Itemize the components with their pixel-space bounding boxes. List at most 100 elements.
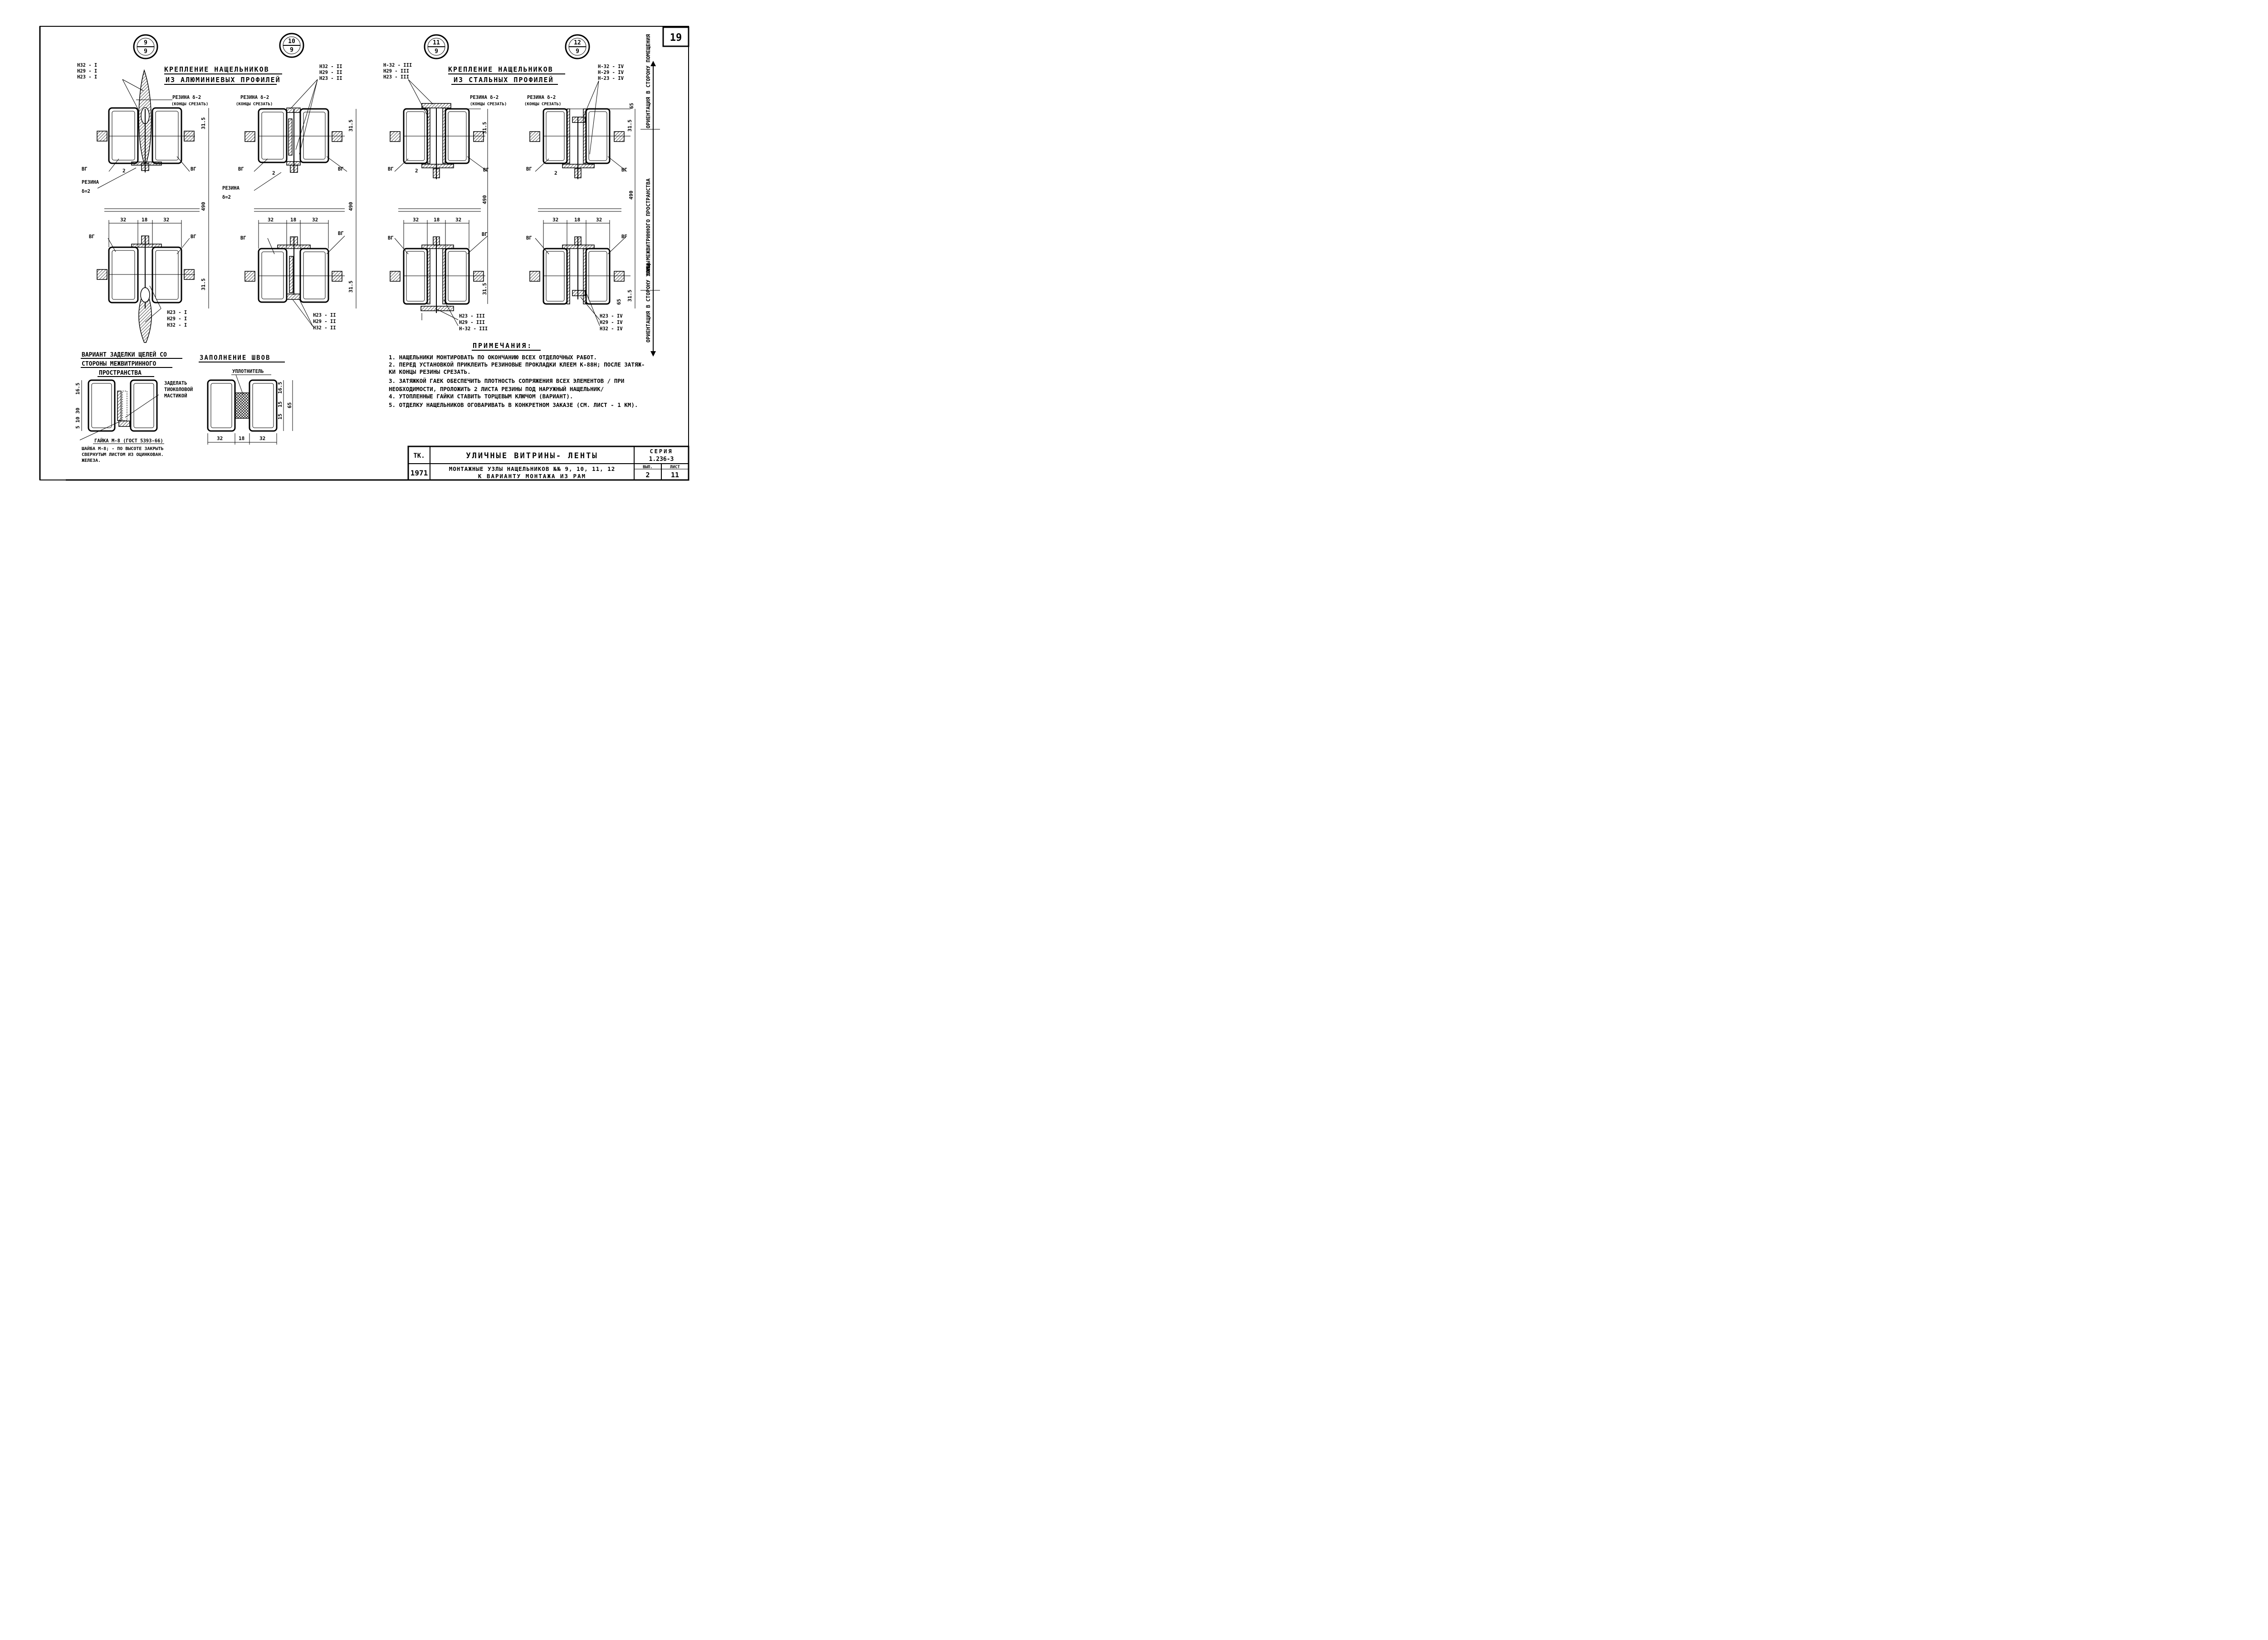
dim-32: 32 bbox=[413, 217, 419, 223]
notes-block: ПРИМЕЧАНИЯ: 1. НАЩЕЛЬНИКИ МОНТИРОВАТЬ ПО… bbox=[389, 342, 645, 408]
rubber-thickness: δ=2 bbox=[222, 195, 231, 200]
vg-label: ВГ bbox=[191, 166, 196, 172]
ref-label: Н29 - I bbox=[77, 69, 97, 74]
washer-label: СВЕРНУТЫМ ЛИСТОМ ИЗ ОЦИНКОВАН. bbox=[82, 452, 164, 457]
ref-label: Н-32 - III bbox=[383, 63, 412, 68]
detail-10-drawing bbox=[244, 79, 357, 327]
ref-label: Н32 - I bbox=[77, 63, 97, 68]
note-item: НЕОБХОДИМОСТИ, ПРОЛОЖИТЬ 2 ЛИСТА РЕЗИНЫ … bbox=[389, 386, 604, 392]
rubber-label: РЕЗИНА δ-2 bbox=[240, 95, 269, 100]
svg-text:КРЕПЛЕНИЕ НАЩЕЛЬНИКОВ: КРЕПЛЕНИЕ НАЩЕЛЬНИКОВ bbox=[448, 65, 553, 73]
ref-label: Н-32 - IV bbox=[598, 64, 624, 69]
dim-490: 490 bbox=[200, 202, 206, 211]
note-item: 1. НАЩЕЛЬНИКИ МОНТИРОВАТЬ ПО ОКОНЧАНИЮ В… bbox=[389, 354, 597, 361]
list-value: 11 bbox=[671, 471, 679, 479]
zone-text: ЗОНА МЕЖВИТРИННОГО ПРОСТРАНСТВА bbox=[645, 178, 651, 276]
detail-number: 11 bbox=[433, 39, 440, 46]
detail-number: 10 bbox=[288, 38, 295, 45]
dim-32: 32 bbox=[259, 436, 265, 441]
rubber-label: РЕЗИНА δ-2 bbox=[470, 95, 499, 100]
vg-label: ВГ bbox=[388, 166, 394, 172]
vg-label: ВГ bbox=[82, 166, 88, 172]
nut-label: ГАЙКА М-8 (ГОСТ 5393-66) bbox=[94, 438, 163, 444]
note-item: КИ КОНЦЫ РЕЗИНЫ СРЕЗАТЬ. bbox=[389, 368, 471, 375]
ref-label: Н-23 - IV bbox=[598, 76, 624, 81]
detail-number: 12 bbox=[574, 39, 581, 46]
ref-label: Н29 - III bbox=[383, 69, 409, 74]
dim-31-5: 31.5 bbox=[482, 283, 488, 295]
seal-label: МАСТИКОЙ bbox=[164, 393, 187, 399]
heading-steel: КРЕПЛЕНИЕ НАЩЕЛЬНИКОВ ИЗ СТАЛЬНЫХ ПРОФИЛ… bbox=[448, 65, 565, 85]
ref-label: Н23 - III bbox=[383, 74, 409, 80]
rubber-ends-label: (КОНЦЫ СРЕЗАТЬ) bbox=[524, 102, 561, 107]
issue-value: 2 bbox=[645, 471, 650, 479]
vg-label: ВГ bbox=[483, 167, 489, 173]
detail-10-labels: Н32 - II Н29 - II Н23 - II РЕЗИНА δ-2 (К… bbox=[222, 64, 354, 331]
variant-seal-detail: ВАРИАНТ ЗАДЕЛКИ ЩЕЛЕЙ СО СТОРОНЫ МЕЖВИТР… bbox=[75, 351, 193, 463]
drawing-sheet: 19 9 9 10 9 11 9 12 9 КРЕПЛЕНИЕ НАЩЕЛЬНИ… bbox=[39, 26, 689, 481]
ref-label: Н-29 - IV bbox=[598, 70, 624, 75]
dim-32: 32 bbox=[163, 217, 169, 223]
variant-title: ПРОСТРАНСТВА bbox=[99, 370, 142, 377]
ref-label: Н23 - III bbox=[459, 313, 485, 319]
org-label: ТК. bbox=[413, 452, 425, 460]
detail-bubble-12: 12 9 bbox=[565, 34, 590, 59]
series-label: СЕРИЯ bbox=[650, 448, 673, 455]
detail-12-labels: Н-32 - IV Н-29 - IV Н-23 - IV РЕЗИНА δ-2… bbox=[524, 64, 635, 332]
dim-18: 18 bbox=[574, 217, 580, 223]
ref-label: Н29 - III bbox=[459, 320, 485, 325]
note-item: 3. ЗАТЯЖКОЙ ГАЕК ОБЕСПЕЧИТЬ ПЛОТНОСТЬ СО… bbox=[389, 377, 624, 384]
detail-12-drawing bbox=[529, 80, 635, 326]
vg-label: ВГ bbox=[388, 235, 394, 241]
ref-label: Н23 - II bbox=[319, 76, 342, 81]
dim-31-5: 31.5 bbox=[200, 117, 206, 130]
svg-text:КРЕПЛЕНИЕ НАЩЕЛЬНИКОВ: КРЕПЛЕНИЕ НАЩЕЛЬНИКОВ bbox=[164, 65, 269, 73]
washer-label: ШАЙБА М-8; - ПО ВЫСОТЕ ЗАКРЫТЬ bbox=[82, 445, 164, 451]
dim-31-5: 31.5 bbox=[348, 120, 354, 132]
seal-label: ТИОКОЛОВОЙ bbox=[164, 387, 193, 392]
note-item: 4. УТОПЛЕННЫЕ ГАЙКИ СТАВИТЬ ТОРЦЕВЫМ КЛЮ… bbox=[389, 393, 573, 400]
dim-2: 2 bbox=[122, 168, 126, 174]
rubber-ends-label: (КОНЦЫ СРЕЗАТЬ) bbox=[171, 102, 208, 107]
dim-32: 32 bbox=[120, 217, 126, 223]
dim-32: 32 bbox=[217, 436, 223, 441]
detail-sheet: 9 bbox=[435, 48, 438, 55]
variant-title: ВАРИАНТ ЗАДЕЛКИ ЩЕЛЕЙ СО bbox=[82, 351, 167, 358]
vg-label: ВГ bbox=[238, 166, 244, 172]
dim-16-5: 16.5 bbox=[277, 382, 283, 394]
vg-label: ВГ bbox=[240, 235, 246, 241]
dim-65: 65 bbox=[287, 402, 293, 408]
ref-label: Н32 - II bbox=[319, 64, 342, 69]
dim-65: 65 bbox=[616, 299, 622, 305]
dim-32: 32 bbox=[312, 217, 318, 223]
ref-label: Н29 - I bbox=[167, 316, 187, 322]
svg-text:ИЗ СТАЛЬНЫХ ПРОФИЛЕЙ: ИЗ СТАЛЬНЫХ ПРОФИЛЕЙ bbox=[454, 75, 554, 84]
dim-31-5: 31.5 bbox=[200, 279, 206, 291]
vg-label: ВГ bbox=[526, 235, 532, 241]
detail-sheet: 9 bbox=[290, 47, 293, 54]
rubber-label: РЕЗИНА δ-2 bbox=[527, 95, 556, 100]
ref-label: Н29 - II bbox=[319, 70, 342, 75]
detail-bubble-9: 9 9 bbox=[133, 34, 158, 59]
sealant-label: УПЛОТНИТЕЛЬ bbox=[232, 369, 264, 374]
dim-2: 2 bbox=[272, 170, 275, 176]
ref-label: Н29 - IV bbox=[600, 320, 623, 325]
vg-label: ВГ bbox=[526, 166, 532, 172]
series-value: 1.236-3 bbox=[649, 456, 674, 463]
ref-label: Н23 - I bbox=[77, 74, 97, 80]
dim-490: 490 bbox=[628, 191, 634, 200]
dim-32: 32 bbox=[455, 217, 461, 223]
cover-strip-outer-bottom bbox=[138, 290, 152, 343]
vg-label: ВГ bbox=[89, 234, 95, 240]
ref-label: Н23 - I bbox=[167, 310, 187, 315]
title-block: ТК. 1971 УЛИЧНЫЕ ВИТРИНЫ- ЛЕНТЫ МОНТАЖНЫ… bbox=[407, 445, 689, 481]
sheet-number-box bbox=[662, 26, 689, 47]
detail-sheet: 9 bbox=[144, 48, 147, 55]
dim-15: 15 bbox=[277, 401, 283, 407]
seam-fill-title: ЗАПОЛНЕНИЕ ШВОВ bbox=[200, 354, 270, 362]
dim-32: 32 bbox=[552, 217, 558, 223]
rubber-label: РЕЗИНА δ-2 bbox=[172, 95, 201, 100]
dim-490: 490 bbox=[482, 195, 488, 204]
orient-street-text: ОРИЕНТАЦИЯ В СТОРОНУ УЛИЦЫ bbox=[645, 261, 651, 343]
dim-31-5: 31.5 bbox=[482, 122, 488, 134]
